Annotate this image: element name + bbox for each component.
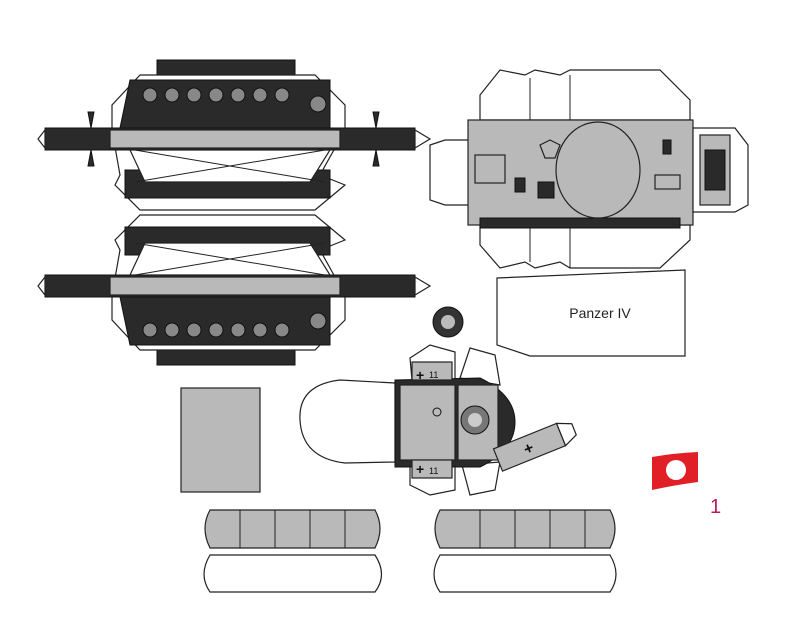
wheel-disc: [432, 306, 464, 338]
balkenkreuz-icon: +: [416, 461, 424, 477]
hull-piece: [429, 69, 749, 269]
track-piece-bottom: [37, 214, 432, 366]
turret-hatch-label: 11: [429, 466, 438, 476]
track-strip-left: [203, 509, 383, 593]
hull-label-flap: Panzer IV: [496, 269, 686, 357]
turret-hatch-label: 11: [429, 370, 438, 380]
balkenkreuz-icon: +: [416, 367, 424, 383]
gray-panel: [180, 387, 261, 493]
turret-piece: + 11 + 11 +: [299, 344, 577, 496]
track-piece-top: [37, 59, 432, 211]
flag-icon: [652, 452, 698, 490]
hull-label: Panzer IV: [569, 305, 631, 321]
page-number: 1: [710, 496, 721, 518]
track-strip-right: [433, 509, 617, 593]
